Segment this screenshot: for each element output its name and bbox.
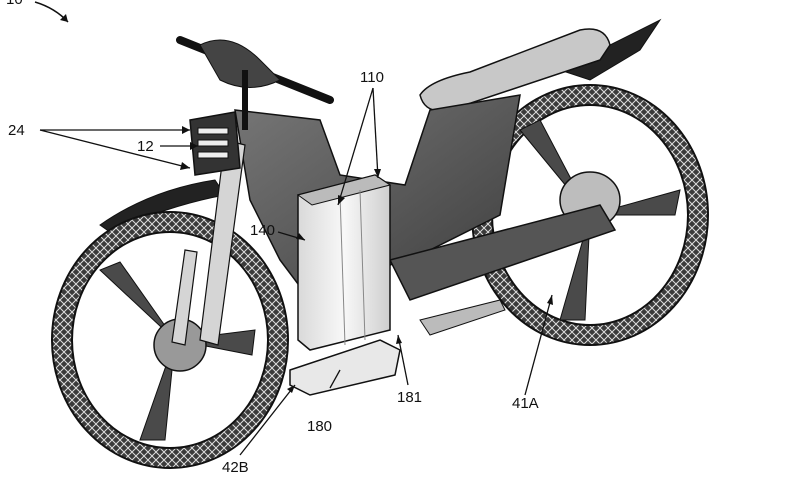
label-180: 180 bbox=[307, 418, 332, 435]
label-42b: 42B bbox=[222, 459, 249, 476]
label-181: 181 bbox=[397, 389, 422, 406]
label-24: 24 bbox=[8, 122, 25, 139]
label-140: 140 bbox=[250, 222, 275, 239]
label-41a: 41A bbox=[512, 395, 539, 412]
label-110: 110 bbox=[360, 69, 384, 86]
headlight-housing bbox=[190, 112, 240, 175]
front-wheel bbox=[52, 212, 288, 468]
footrest bbox=[420, 300, 505, 335]
battery-pack bbox=[298, 175, 390, 350]
label-12: 12 bbox=[137, 138, 154, 155]
label-10: 10 bbox=[6, 0, 23, 8]
lower-housing bbox=[290, 340, 400, 395]
